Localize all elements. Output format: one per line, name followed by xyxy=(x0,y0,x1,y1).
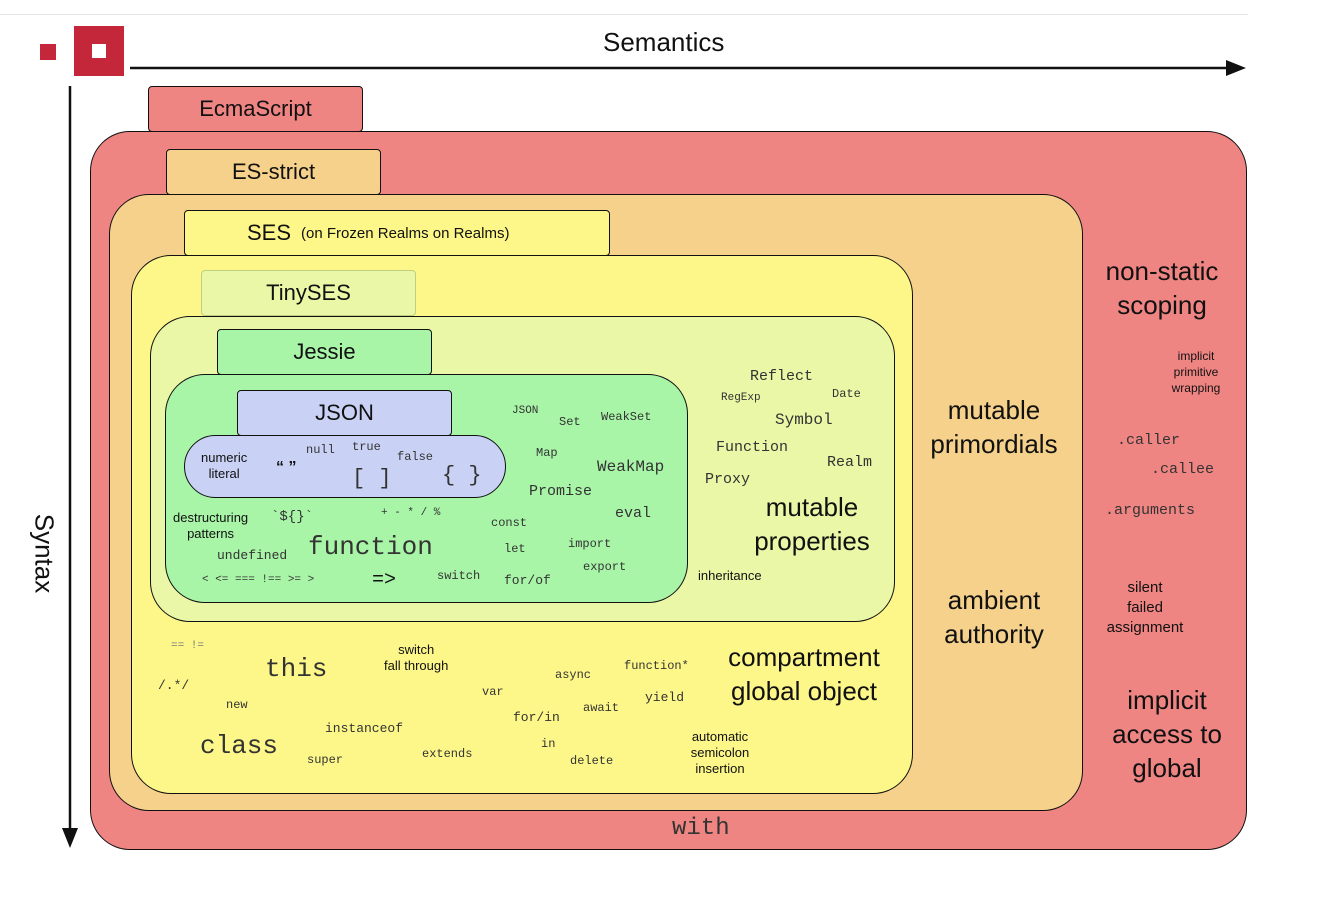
this-text: this xyxy=(265,654,328,684)
forof-text: for/of xyxy=(504,573,551,588)
realm-text: Realm xyxy=(827,454,873,471)
in-text: in xyxy=(541,737,556,751)
non-static-scoping-text: non-static scoping xyxy=(1105,256,1219,320)
date-text: Date xyxy=(832,387,861,401)
ambient-authority-text: ambient authority xyxy=(944,585,1044,649)
asi-text: automatic semicolon insertion xyxy=(690,729,750,776)
switch-text: switch xyxy=(437,569,481,583)
braces-text: { } xyxy=(442,463,482,488)
proxy-text: Proxy xyxy=(705,471,751,488)
implicit-global-text: implicit access to global xyxy=(1112,685,1222,783)
callee-text: .callee xyxy=(1151,461,1215,478)
ecmascript-tab: EcmaScript xyxy=(148,86,363,132)
tinyses-tab: TinySES xyxy=(201,270,416,316)
map-text: Map xyxy=(536,446,558,460)
ses-tab-label: SES xyxy=(247,220,292,245)
let-text: let xyxy=(504,542,526,556)
delete-text: delete xyxy=(570,754,614,768)
top-rule xyxy=(0,14,1248,15)
semantics-axis-label: Semantics xyxy=(603,27,725,57)
const-text: const xyxy=(491,516,528,530)
implicit-wrapping-text: implicit primitive wrapping xyxy=(1171,349,1221,395)
eval-text: eval xyxy=(615,505,652,522)
mutable-properties-text: mutable properties xyxy=(754,492,870,556)
json-region xyxy=(184,435,506,498)
silent-failed-assignment-text: silent failed assignment xyxy=(1106,579,1184,636)
promise-text: Promise xyxy=(529,483,593,500)
square-logo-icon xyxy=(40,26,126,76)
syntax-axis-label: Syntax xyxy=(29,513,60,594)
string-quotes-text: “ ” xyxy=(276,459,297,476)
forin-text: for/in xyxy=(513,710,560,725)
set-text: Set xyxy=(559,415,581,429)
false-text: false xyxy=(397,450,434,464)
arith-operators-text: + - * / % xyxy=(381,507,441,519)
json-tab: JSON xyxy=(237,390,452,436)
jessie-tab: Jessie xyxy=(217,329,432,375)
symbol-text: Symbol xyxy=(775,411,833,429)
mutable-primordials-text: mutable primordials xyxy=(930,395,1058,459)
es-strict-tab: ES-strict xyxy=(166,149,381,195)
ses-tab: SES (on Frozen Realms on Realms) xyxy=(184,210,610,256)
super-text: super xyxy=(307,753,344,767)
ses-tab-note: (on Frozen Realms on Realms) xyxy=(301,224,510,242)
regexp-text: RegExp xyxy=(721,392,761,404)
inheritance-text: inheritance xyxy=(698,568,762,583)
export-text: export xyxy=(583,560,627,574)
await-text: await xyxy=(583,701,620,715)
with-text: with xyxy=(672,815,730,842)
var-text: var xyxy=(482,685,504,699)
weakset-text: WeakSet xyxy=(601,410,652,424)
template-literal-text: `${}` xyxy=(271,509,314,525)
extends-text: extends xyxy=(422,747,473,761)
arguments-text: .arguments xyxy=(1105,502,1196,519)
true-text: true xyxy=(352,440,381,454)
function-star-text: function* xyxy=(624,659,689,673)
reflect-text: Reflect xyxy=(750,368,814,385)
undefined-text: undefined xyxy=(217,548,288,563)
import-text: import xyxy=(568,537,612,551)
yield-text: yield xyxy=(645,690,685,705)
brackets-text: [ ] xyxy=(352,466,392,491)
caller-text: .caller xyxy=(1117,432,1181,449)
arrow-text: => xyxy=(372,569,397,592)
regex-literal-text: /.*/ xyxy=(158,678,190,693)
destructuring-text: destructuring patterns xyxy=(173,510,249,541)
function-text: function xyxy=(308,532,433,562)
class-text: class xyxy=(200,731,279,761)
new-text: new xyxy=(226,698,248,712)
null-text: null xyxy=(306,443,335,457)
instanceof-text: instanceof xyxy=(325,721,404,736)
numeric-literal-text: numeric literal xyxy=(201,450,248,481)
compare-operators-text: < <= === !== >= > xyxy=(202,574,315,586)
compartment-global-text: compartment global object xyxy=(728,642,880,706)
weakmap-text: WeakMap xyxy=(597,458,665,476)
function-constructor-text: Function xyxy=(716,439,789,456)
eq-neq-text: == != xyxy=(171,640,205,652)
json-word-text: JSON xyxy=(512,405,539,417)
async-text: async xyxy=(555,668,592,682)
switch-fallthrough-text: switch fall through xyxy=(384,642,449,673)
